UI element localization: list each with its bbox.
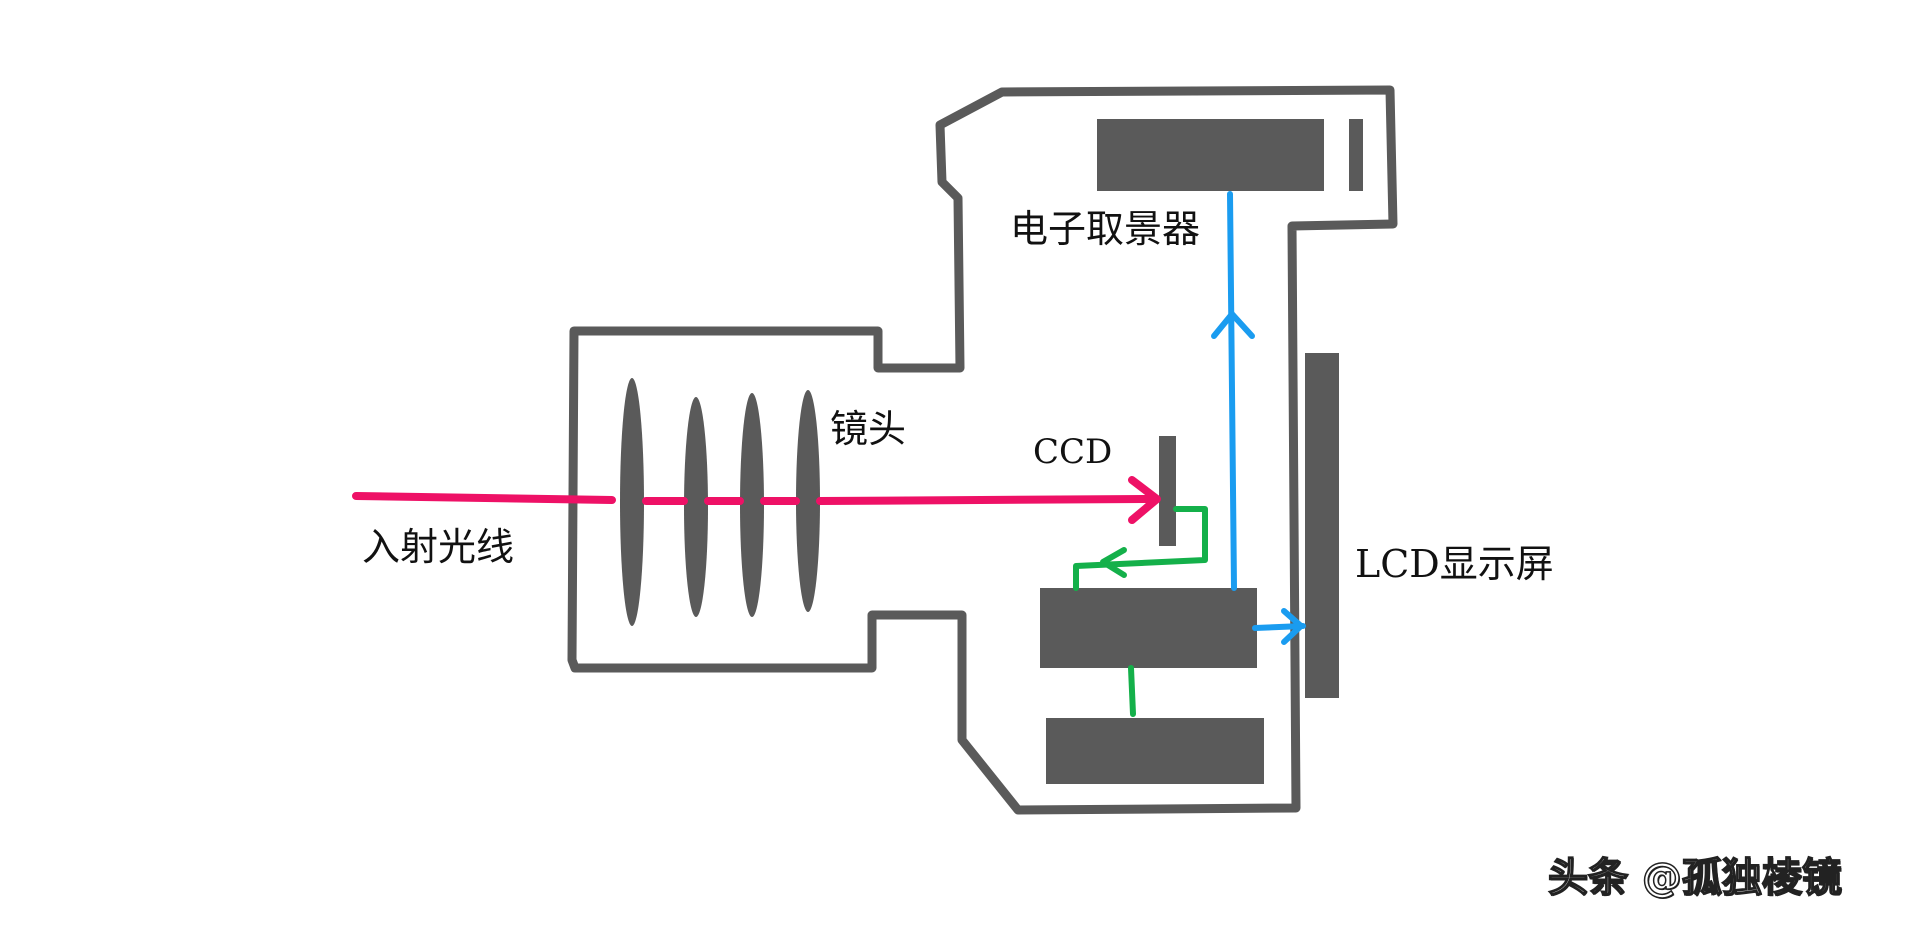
viewfinder-display [1097,119,1324,191]
viewfinder-signal-arrowhead [1211,311,1255,339]
lens-element-1 [620,378,644,626]
processor-to-viewfinder-signal [1227,191,1237,591]
lens-element-4 [796,390,820,612]
processor-to-storage-signal [1128,665,1136,717]
camera-body-outline [567,85,1398,815]
processor-block [1040,588,1257,668]
lens-element-2 [684,397,708,617]
electronic-viewfinder-label: 电子取景器 [1010,207,1201,251]
storage-block [1046,718,1264,784]
incident-light-label: 入射光线 [362,525,515,569]
lcd-screen-label: LCD显示屏 [1355,542,1554,586]
incident-ray-arrowhead [1128,476,1161,524]
lcd-signal-arrowhead [1281,608,1304,645]
ccd-label: CCD [1033,432,1113,472]
processor-to-lcd-signal [1252,623,1306,631]
lens-element-3 [740,393,764,617]
watermark: 头条 @孤独棱镜 [1547,855,1842,901]
ccd-to-processor-arrowhead [1100,547,1127,578]
viewfinder-eyepiece [1349,119,1363,191]
incident-light-ray [352,492,1154,505]
ccd-sensor [1159,436,1176,546]
ccd-to-processor-signal [1073,506,1208,591]
lens-label: 镜头 [830,407,907,451]
lcd-screen [1305,353,1339,698]
